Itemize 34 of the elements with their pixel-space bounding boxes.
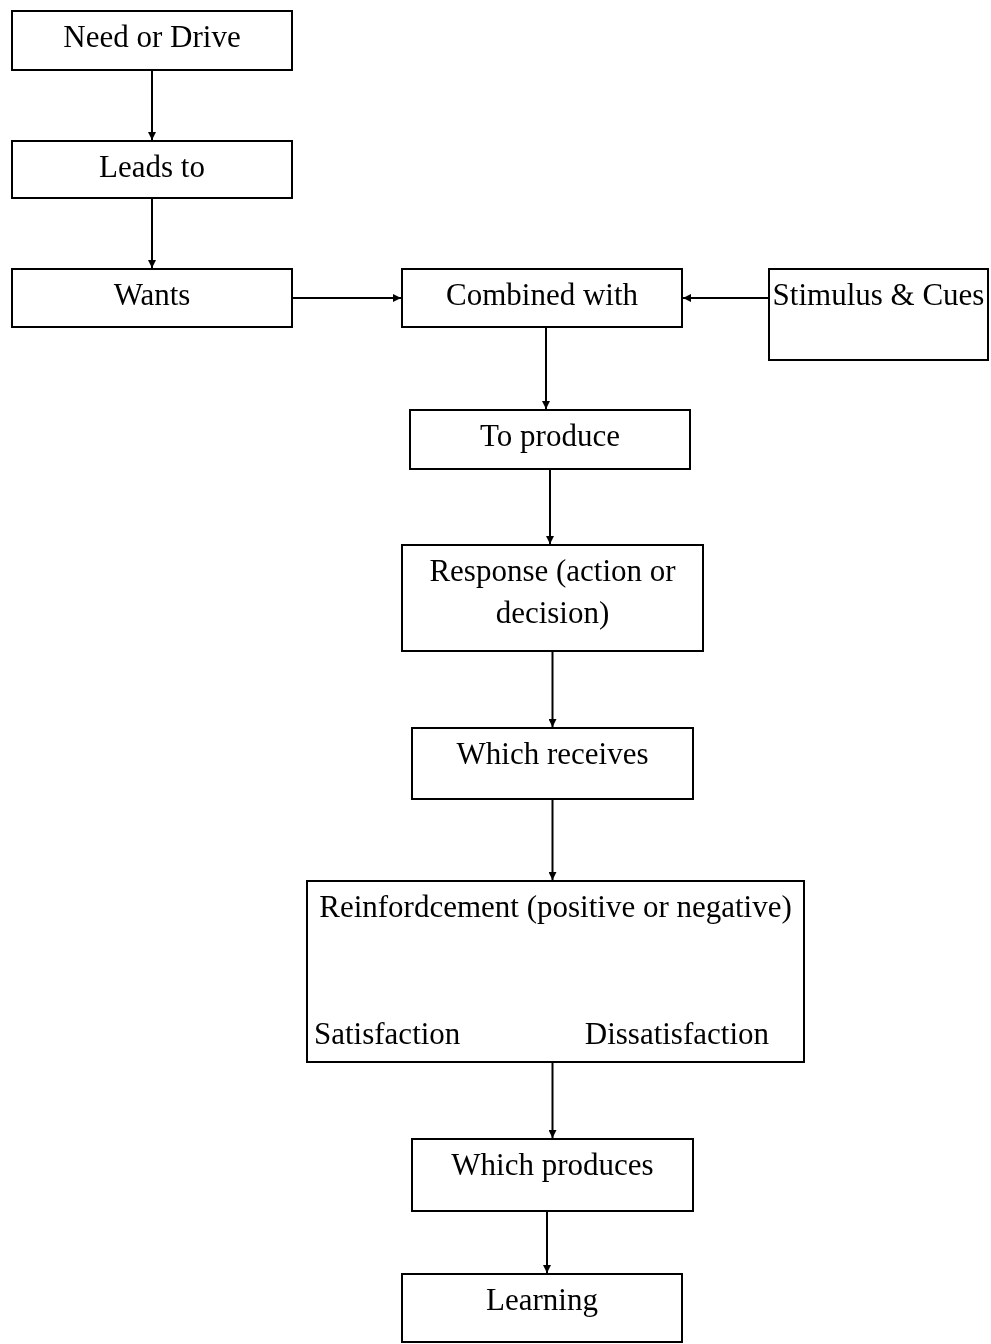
box-label: Need or Drive (62, 18, 242, 56)
process-box (401, 544, 704, 652)
box-label: Reinfordcement (positive or negative) (318, 888, 793, 926)
arrow (548, 1062, 557, 1139)
process-box (401, 1273, 683, 1343)
box-label: Stimulus & Cues (771, 276, 986, 314)
arrow (148, 70, 156, 141)
box-label: Wants (112, 276, 192, 314)
arrow (548, 799, 557, 881)
box-label: Response (action or decision) (428, 552, 677, 632)
arrow (542, 327, 550, 410)
process-box (11, 10, 293, 71)
arrow (682, 294, 769, 302)
process-box (768, 268, 989, 361)
box-label: Combined with (445, 276, 639, 314)
process-box (11, 140, 293, 199)
box-label: Satisfaction (314, 1015, 461, 1053)
box-label: Which produces (450, 1146, 655, 1184)
arrow (546, 469, 554, 545)
box-label: Dissatisfaction (584, 1015, 769, 1053)
arrow (148, 198, 156, 269)
process-box (409, 409, 691, 470)
box-label: Which receives (455, 735, 650, 773)
box-label: To produce (479, 417, 621, 455)
process-box (411, 727, 694, 800)
process-box (401, 268, 683, 328)
arrow (543, 1211, 551, 1274)
arrow (292, 294, 402, 302)
box-label: Leads to (98, 148, 206, 186)
process-box (411, 1138, 694, 1212)
arrow (548, 651, 557, 728)
process-box (306, 880, 805, 1063)
box-label: Learning (485, 1281, 599, 1319)
process-box (11, 268, 293, 328)
